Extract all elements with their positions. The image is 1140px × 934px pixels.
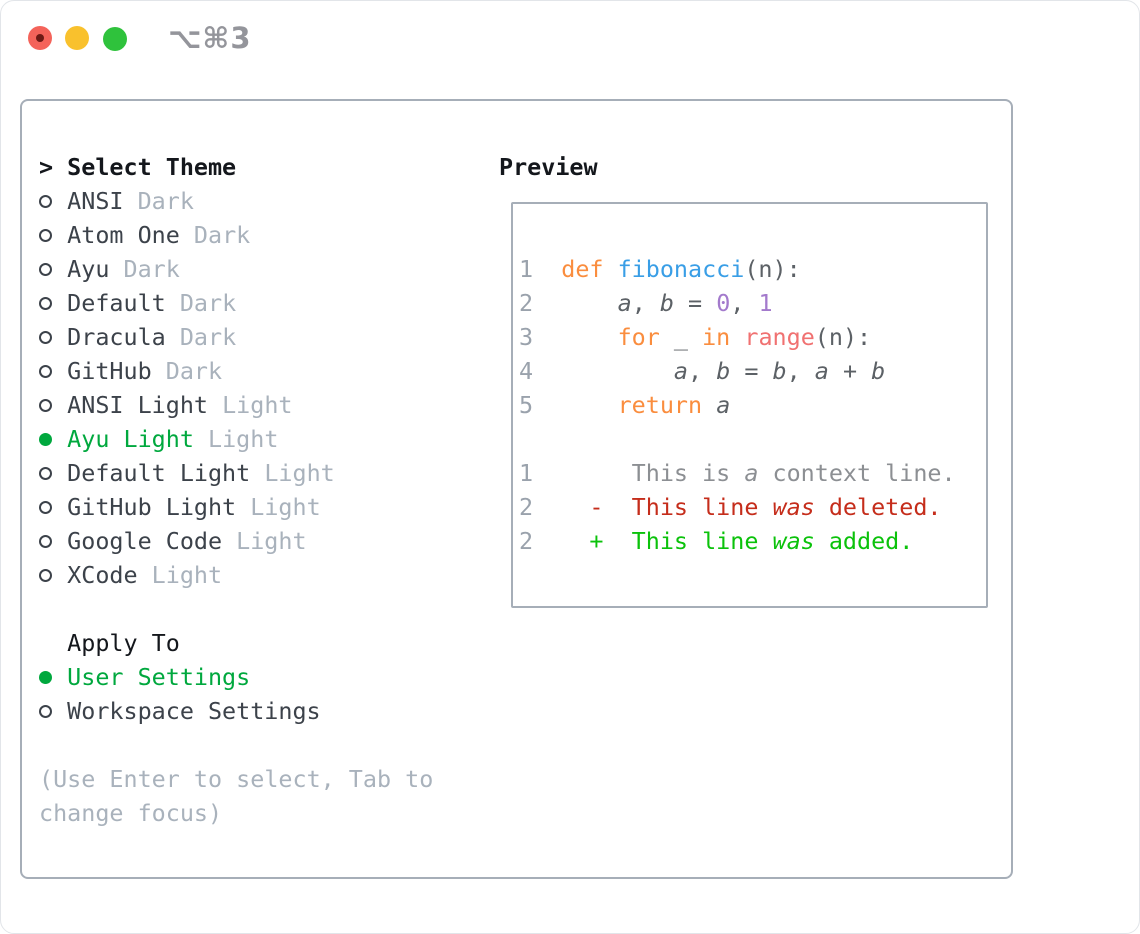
item-label: Dracula [67, 323, 166, 351]
theme-item-ansi[interactable]: ANSI Dark [39, 184, 433, 218]
spacer [39, 728, 433, 762]
item-label: Workspace Settings [67, 697, 321, 725]
item-variant-label: Dark [151, 357, 223, 385]
preview-box: 1 def fibonacci(n): 2 a, b = 0, 1 3 for _ … [511, 202, 988, 608]
theme-item-default[interactable]: Default Dark [39, 286, 433, 320]
radio-unselected-icon [39, 228, 52, 242]
theme-item-atom-one[interactable]: Atom One Dark [39, 218, 433, 252]
help-line: change focus) [39, 799, 223, 827]
code-preview: 1 def fibonacci(n): 2 a, b = 0, 1 3 for _ … [519, 252, 956, 558]
item-variant-label: Dark [179, 221, 251, 249]
item-variant-label: Dark [165, 323, 237, 351]
theme-item-github-light[interactable]: GitHub Light Light [39, 490, 433, 524]
item-variant-label: Light [193, 425, 279, 453]
item-variant-label: Light [207, 391, 293, 419]
item-label: ANSI [67, 187, 124, 215]
apply-option-user-settings[interactable]: User Settings [39, 660, 433, 694]
theme-item-google-code[interactable]: Google Code Light [39, 524, 433, 558]
radio-unselected-icon [39, 568, 52, 582]
theme-item-dracula[interactable]: Dracula Dark [39, 320, 433, 354]
close-button[interactable] [28, 26, 52, 50]
item-label: Google Code [67, 527, 223, 555]
item-label: Default [67, 289, 166, 317]
code-line [519, 422, 956, 456]
preview-header: Preview [499, 153, 598, 181]
apply-option-workspace-settings[interactable]: Workspace Settings [39, 694, 433, 728]
select-theme-header: Select Theme [67, 153, 237, 181]
code-line: 4 a, b = b, a + b [519, 357, 886, 385]
theme-item-ansi-light[interactable]: ANSI Light Light [39, 388, 433, 422]
item-variant-label: Dark [123, 187, 194, 215]
code-line: 2 a, b = 0, 1 [519, 289, 773, 317]
code-line: 2 + This line was added. [519, 527, 914, 555]
radio-unselected-icon [39, 262, 52, 276]
theme-item-xcode[interactable]: XCode Light [39, 558, 433, 592]
radio-unselected-icon [39, 364, 52, 378]
item-variant-label: Dark [109, 255, 180, 283]
theme-item-default-light[interactable]: Default Light Light [39, 456, 433, 490]
radio-unselected-icon [39, 398, 52, 412]
code-line: 5 return a [519, 391, 731, 419]
item-label: Ayu [67, 255, 110, 283]
item-variant-label: Light [236, 493, 321, 521]
code-line: 3 for _ in range(n): [519, 323, 872, 351]
spacer [39, 592, 433, 626]
item-variant-label: Light [250, 459, 335, 487]
radio-unselected-icon [39, 194, 52, 208]
item-label: GitHub [67, 357, 152, 385]
code-line: 1 This is a context line. [519, 459, 956, 487]
select-theme-header-row: > Select Theme [39, 150, 433, 184]
code-line: 1 def fibonacci(n): [519, 255, 801, 283]
theme-item-github[interactable]: GitHub Dark [39, 354, 433, 388]
theme-item-ayu[interactable]: Ayu Dark [39, 252, 433, 286]
item-variant-label: Light [222, 527, 307, 555]
minimize-button[interactable] [65, 26, 89, 50]
radio-selected-icon [39, 432, 52, 446]
close-dot-icon [36, 34, 44, 42]
radio-selected-icon [39, 670, 52, 684]
code-line: 2 - This line was deleted. [519, 493, 942, 521]
help-text: (Use Enter to select, Tab to change focus… [39, 762, 433, 830]
radio-unselected-icon [39, 534, 52, 548]
focus-pointer-icon: > [39, 153, 54, 181]
radio-unselected-icon [39, 704, 52, 718]
help-line: (Use Enter to select, Tab to [39, 765, 434, 793]
item-label: GitHub Light [67, 493, 237, 521]
item-label: Ayu Light [67, 425, 194, 453]
item-label: User Settings [67, 663, 251, 691]
radio-unselected-icon [39, 466, 52, 480]
apply-to-header: Apply To [67, 629, 180, 657]
item-label: ANSI Light [67, 391, 208, 419]
item-label: Atom One [67, 221, 180, 249]
item-label: Default Light [67, 459, 251, 487]
apply-to-header-row: Apply To [39, 626, 433, 660]
radio-unselected-icon [39, 500, 52, 514]
zoom-button[interactable] [103, 27, 127, 51]
radio-unselected-icon [39, 296, 52, 310]
radio-unselected-icon [39, 330, 52, 344]
theme-item-ayu-light[interactable]: Ayu Light Light [39, 422, 433, 456]
item-variant-label: Light [137, 561, 223, 589]
item-label: XCode [67, 561, 138, 589]
window-title: ⌥⌘3 [168, 21, 252, 55]
item-variant-label: Dark [165, 289, 237, 317]
